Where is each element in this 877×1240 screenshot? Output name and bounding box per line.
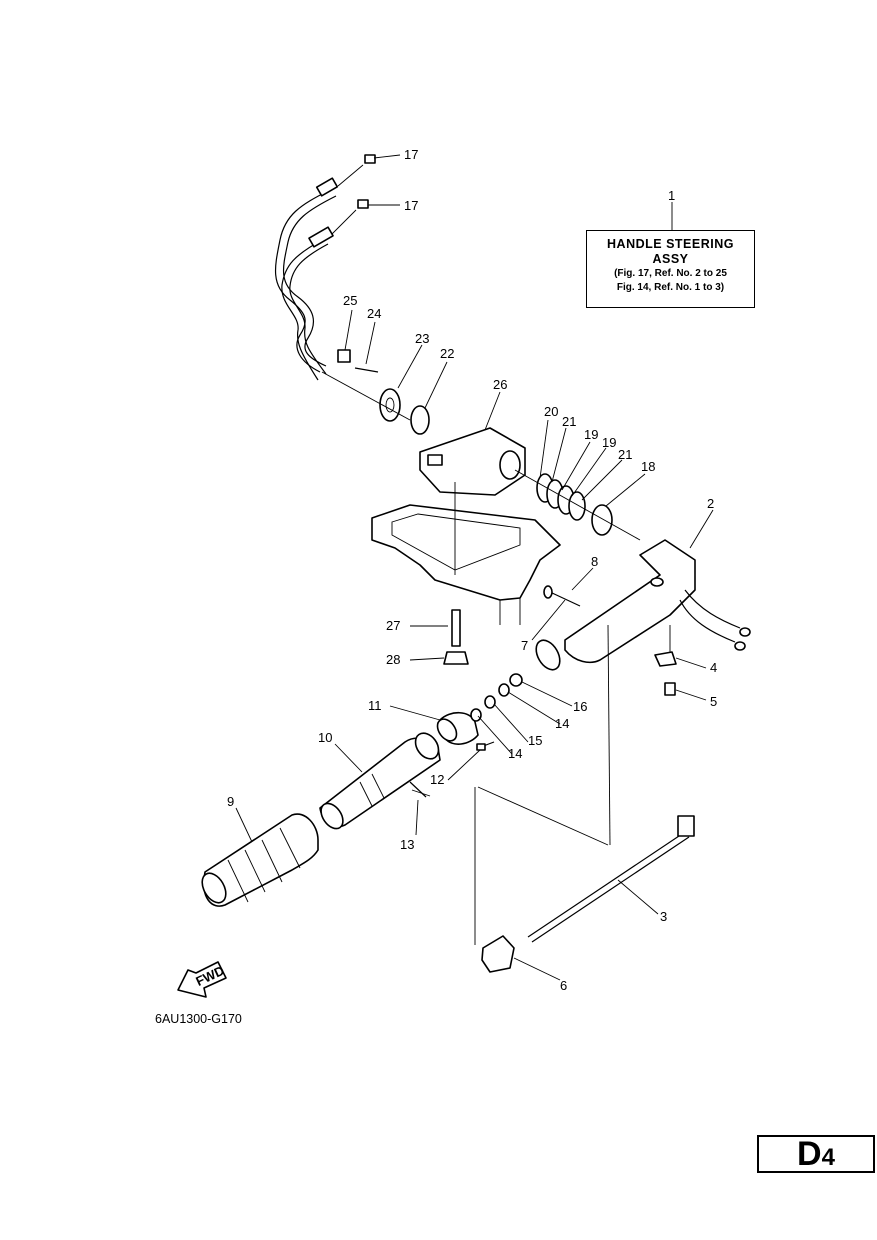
callout-label: 15 (528, 733, 542, 748)
collar (436, 711, 479, 745)
callout-label: 2 (707, 496, 714, 511)
assy-ref-line-2: Fig. 14, Ref. No. 1 to 3) (616, 282, 725, 293)
callout-label: 26 (493, 377, 507, 392)
stud-and-nut (443, 609, 469, 665)
callout-label: 14 (508, 746, 522, 761)
handle-steering-assy-box: HANDLE STEERING ASSY (Fig. 17, Ref. No. … (586, 230, 755, 308)
throttle-cables (274, 154, 376, 381)
callout-label: 25 (343, 293, 357, 308)
page-code-number: 4 (821, 1144, 835, 1171)
fwd-arrow-icon: FWD (177, 961, 227, 998)
bracket-base (371, 504, 561, 625)
callout-label: 20 (544, 404, 558, 419)
callout-label: 10 (318, 730, 332, 745)
callout-numbers: 17 17 25 24 23 22 26 20 21 19 19 21 18 2… (227, 147, 717, 993)
callout-label: 18 (641, 459, 655, 474)
callout-label: 17 (404, 198, 418, 213)
washers (321, 371, 641, 541)
callout-label: 16 (573, 699, 587, 714)
callout-label: 11 (368, 698, 382, 713)
callout-label: 6 (560, 978, 567, 993)
callout-label: 4 (710, 660, 717, 675)
callout-label: 19 (602, 435, 616, 450)
steering-handle (535, 539, 751, 846)
assy-ref-line-1: (Fig. 17, Ref. No. 2 to 25 (614, 268, 727, 279)
small-parts (409, 673, 523, 798)
page-code-box: D4 (757, 1135, 875, 1173)
pin (543, 585, 581, 607)
steering-bracket (419, 427, 526, 575)
bolt-and-nut (337, 349, 379, 373)
callout-label: 24 (367, 306, 381, 321)
throttle-grip (201, 813, 319, 907)
callout-label: 9 (227, 794, 234, 809)
callout-label: 17 (404, 147, 418, 162)
callout-label: 21 (562, 414, 576, 429)
callout-label: 14 (555, 716, 569, 731)
callout-label: 27 (386, 618, 400, 633)
shift-cable (474, 786, 695, 973)
callout-leaders (235, 154, 714, 981)
callout-label: 22 (440, 346, 454, 361)
callout-label: 5 (710, 694, 717, 709)
callout-label: 12 (430, 772, 444, 787)
callout-label: 7 (521, 638, 528, 653)
page-code-letter: D (797, 1135, 822, 1173)
assy-title: HANDLE STEERING ASSY (607, 237, 734, 266)
callout-label: 19 (584, 427, 598, 442)
diagram-code: 6AU1300-G170 (155, 1012, 242, 1026)
callout-label: 21 (618, 447, 632, 462)
throttle-shaft (319, 732, 441, 830)
callout-label: 1 (668, 188, 675, 203)
callout-label: 8 (591, 554, 598, 569)
callout-label: 13 (400, 837, 414, 852)
callout-label: 23 (415, 331, 429, 346)
callout-label: 28 (386, 652, 400, 667)
plate-and-bolt (654, 625, 677, 696)
callout-label: 3 (660, 909, 667, 924)
